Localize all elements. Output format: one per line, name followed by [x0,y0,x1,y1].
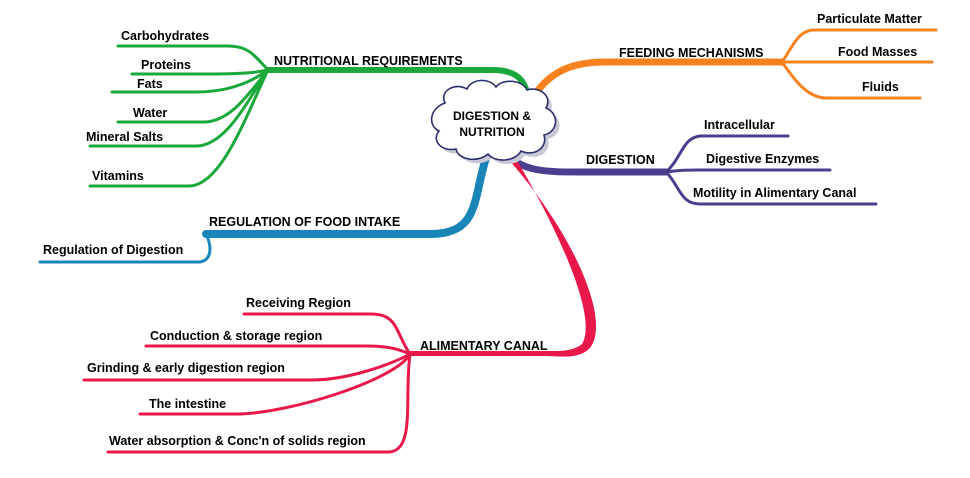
branch-feeding [530,28,938,100]
branch-regulation-label[interactable]: REGULATION OF FOOD INTAKE [209,215,400,229]
node-food-masses[interactable]: Food Masses [838,45,917,59]
branch-regulation-main [202,148,492,238]
connector-fluids [780,60,922,100]
node-fats[interactable]: Fats [137,77,163,91]
node-intracellular[interactable]: Intracellular [704,118,775,132]
connector-mineral-salts [88,68,270,148]
node-regulation-of-digestion[interactable]: Regulation of Digestion [43,243,183,257]
branch-alimentary-label[interactable]: ALIMENTARY CANAL [420,339,548,353]
node-fluids[interactable]: Fluids [862,80,899,94]
connector-carbohydrates [116,44,270,72]
node-water[interactable]: Water [133,106,167,120]
connector-intestine [138,352,412,416]
node-motility[interactable]: Motility in Alimentary Canal [693,186,856,200]
branch-alimentary-main [410,150,597,357]
connector-receiving-region [242,312,412,356]
branch-nutritional-label[interactable]: NUTRITIONAL REQUIREMENTS [274,54,463,68]
node-vitamins[interactable]: Vitamins [92,169,144,183]
connector-regulation-of-digestion [38,232,212,264]
branch-feeding-main [530,58,786,100]
connector-grinding [82,352,412,382]
node-digestive-enzymes[interactable]: Digestive Enzymes [706,152,819,166]
node-water-absorption[interactable]: Water absorption & Conc'n of solids regi… [109,434,366,448]
connector-conduction-storage [144,344,412,356]
node-grinding[interactable]: Grinding & early digestion region [87,361,285,375]
branch-alimentary [82,150,597,454]
node-carbohydrates[interactable]: Carbohydrates [121,29,209,43]
connector-proteins [130,68,270,76]
node-conduction-storage[interactable]: Conduction & storage region [150,329,322,343]
connector-intracellular [664,134,790,174]
node-mineral-salts[interactable]: Mineral Salts [86,130,163,144]
node-proteins[interactable]: Proteins [141,58,191,72]
connector-particulate-matter [780,28,938,64]
node-intestine[interactable]: The intestine [149,397,226,411]
node-particulate-matter[interactable]: Particulate Matter [817,12,922,26]
node-receiving-region[interactable]: Receiving Region [246,296,351,310]
branch-feeding-label[interactable]: FEEDING MECHANISMS [619,46,763,60]
central-title-line2: NUTRITION [459,125,524,139]
connector-fats [110,68,270,94]
connector-vitamins [88,68,270,188]
connector-motility [664,170,878,206]
central-node[interactable]: DIGESTION & NUTRITION [430,79,560,165]
branch-nutritional [88,44,531,188]
connector-digestive-enzymes [664,168,832,174]
central-title-line1: DIGESTION & [453,109,531,123]
branch-regulation [38,148,492,264]
branch-digestion-label[interactable]: DIGESTION [586,153,655,167]
central-cloud [430,79,557,161]
connector-water-absorption [106,352,412,454]
